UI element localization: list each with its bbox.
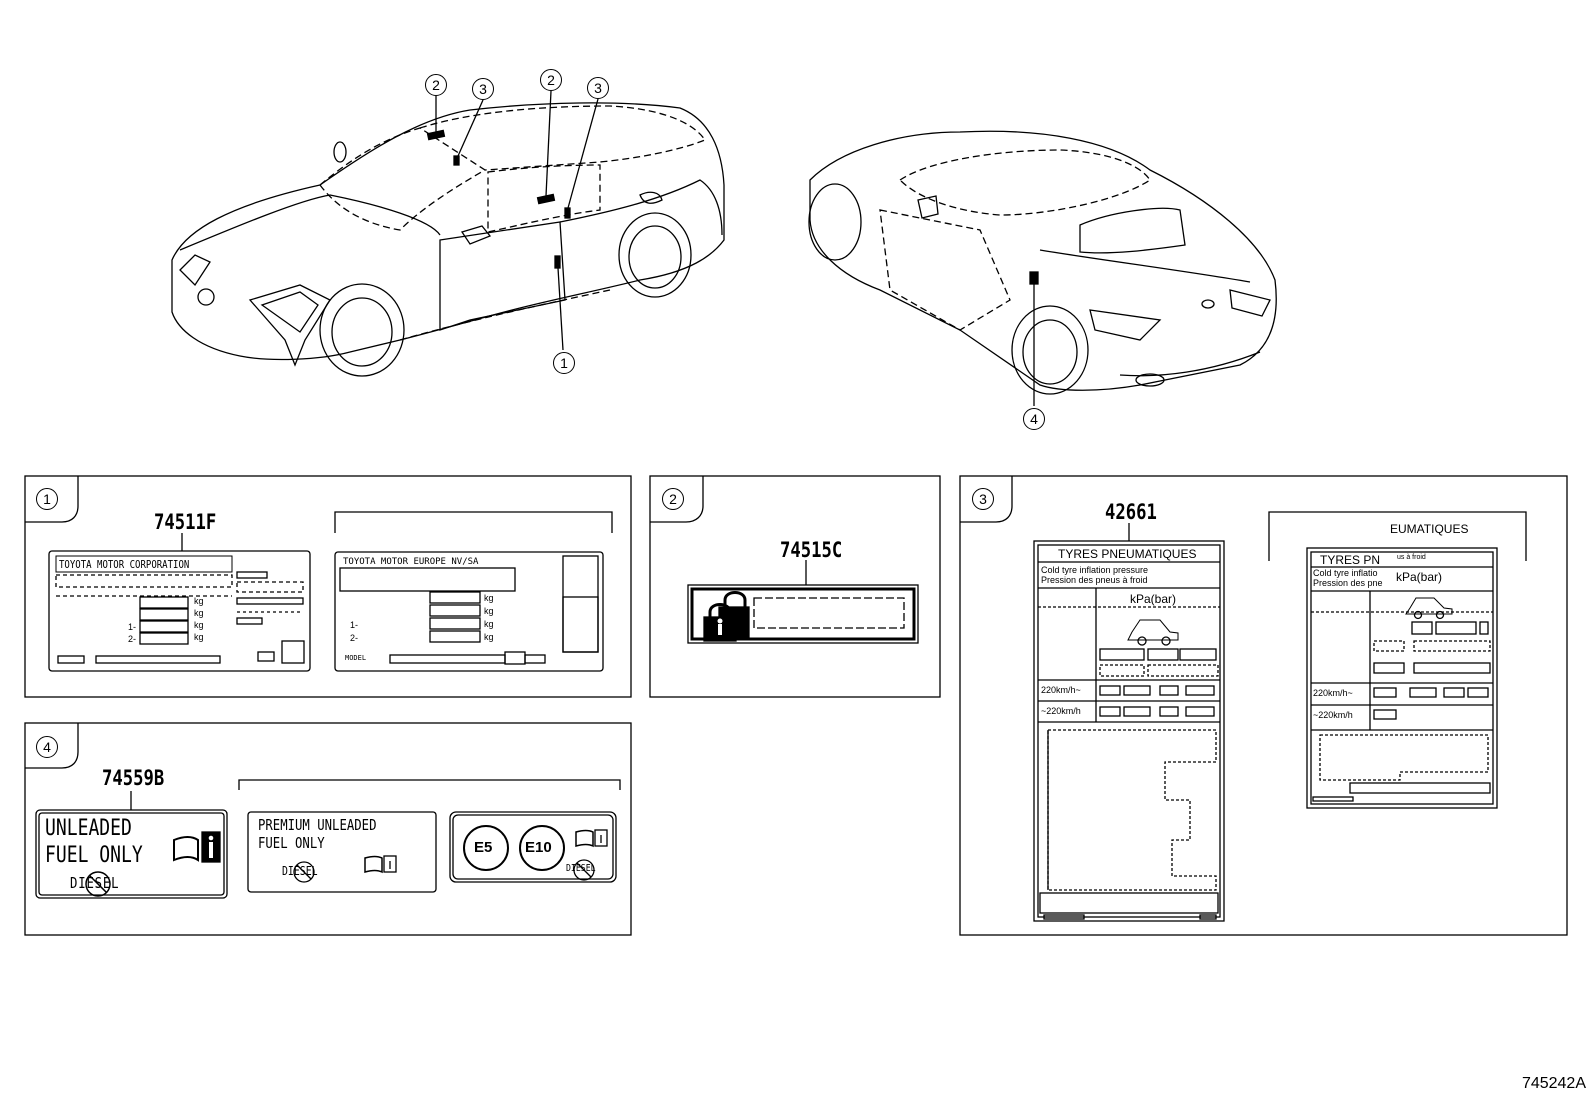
label-b-unit-3: kg xyxy=(484,619,494,629)
panel-3-number: 3 xyxy=(972,488,994,510)
panel-1-frame xyxy=(24,475,632,698)
tyre-label-a-title: TYRES PNEUMATIQUES xyxy=(1058,547,1197,561)
tyre-label-a-unit: kPa(bar) xyxy=(1130,592,1177,606)
label-b-row-mark-1: 1- xyxy=(350,620,359,630)
label-a-unit-3: kg xyxy=(194,620,204,630)
car-rear-illustration xyxy=(808,130,1277,395)
callout-3-door: 3 xyxy=(587,77,609,99)
panel-1-number: 1 xyxy=(36,488,58,510)
fuel-label-a-line2: FUEL ONLY xyxy=(45,843,143,868)
panel-4-frame xyxy=(24,722,632,936)
panel-3-frame xyxy=(959,475,1568,936)
callout-2-front-windshield: 2 xyxy=(425,74,447,96)
label-b-row-mark-2: 2- xyxy=(350,633,359,643)
callout-4-fuel-door: 4 xyxy=(1023,408,1045,430)
part-number-74559B: 74559B xyxy=(102,766,165,790)
manual-icon-e xyxy=(575,829,608,848)
label-a-unit-1: kg xyxy=(194,596,204,606)
part-number-74515C: 74515C xyxy=(780,538,843,562)
tyre-label-b-line1: Cold tyre inflatio xyxy=(1313,568,1378,578)
tyre-label-b-caption: EUMATIQUES xyxy=(1390,522,1469,536)
figure-reference-code: 745242A xyxy=(1521,1075,1586,1092)
part-number-74511F: 74511F xyxy=(154,510,217,534)
tyre-label-b-unit: kPa(bar) xyxy=(1396,570,1443,584)
tyre-label-b-line2: Pression des pne xyxy=(1313,578,1383,588)
label-a-header: TOYOTA MOTOR CORPORATION xyxy=(59,558,190,571)
fuel-label-b-line1: PREMIUM UNLEADED xyxy=(258,816,377,834)
callout-1-pillar: 1 xyxy=(553,352,575,374)
tyre-label-b-title: TYRES PN xyxy=(1320,553,1381,567)
tyre-label-a-speed1: 220km/h~ xyxy=(1041,685,1081,695)
fuel-label-a-diesel: DIESEL xyxy=(70,874,120,892)
label-a-unit-2: kg xyxy=(194,608,204,618)
fuel-label-c-e5: E5 xyxy=(474,839,493,856)
panel-2-frame xyxy=(649,475,941,698)
panel-2-number: 2 xyxy=(662,488,684,510)
callout-2-door: 2 xyxy=(540,69,562,91)
tyre-label-a-line2: Pression des pneus à froid xyxy=(1041,575,1148,585)
e5-badge xyxy=(463,825,509,871)
label-b-unit-4: kg xyxy=(484,632,494,642)
manual-icon-small xyxy=(364,855,397,874)
car-front-illustration xyxy=(171,102,725,377)
label-a-row-mark-2: 2- xyxy=(128,634,137,644)
tyre-label-b-fragment: us à froid xyxy=(1397,554,1426,561)
e10-badge xyxy=(519,825,565,871)
tyre-label-b-speed2: ~220km/h xyxy=(1313,710,1353,720)
fuel-label-b-line2: FUEL ONLY xyxy=(258,834,325,852)
lock-icon xyxy=(703,591,750,642)
label-b-unit-1: kg xyxy=(484,593,494,603)
part-number-42661: 42661 xyxy=(1105,500,1157,524)
tyre-label-a-line1: Cold tyre inflation pressure xyxy=(1041,565,1149,575)
leader-lines-front xyxy=(435,90,599,351)
panel-4-number: 4 xyxy=(36,736,58,758)
label-b-header: TOYOTA MOTOR EUROPE NV/SA xyxy=(343,557,479,567)
fuel-label-b-diesel: DIESEL xyxy=(282,864,318,878)
label-a-row-mark-1: 1- xyxy=(128,622,137,632)
manual-icon xyxy=(173,831,221,863)
label-b-unit-2: kg xyxy=(484,606,494,616)
fuel-label-c-e10: E10 xyxy=(525,839,552,856)
tyre-label-b-speed1: 220km/h~ xyxy=(1313,688,1353,698)
fuel-label-a-line1: UNLEADED xyxy=(45,816,132,841)
label-a-unit-4: kg xyxy=(194,632,204,642)
diesel-prohibited-icon xyxy=(85,871,111,897)
fuel-label-c-diesel: DIESEL xyxy=(566,863,596,874)
label-b-footer: MODEL xyxy=(345,654,367,662)
tyre-label-a-speed2: ~220km/h xyxy=(1041,706,1081,716)
callout-3-front-windshield: 3 xyxy=(472,78,494,100)
